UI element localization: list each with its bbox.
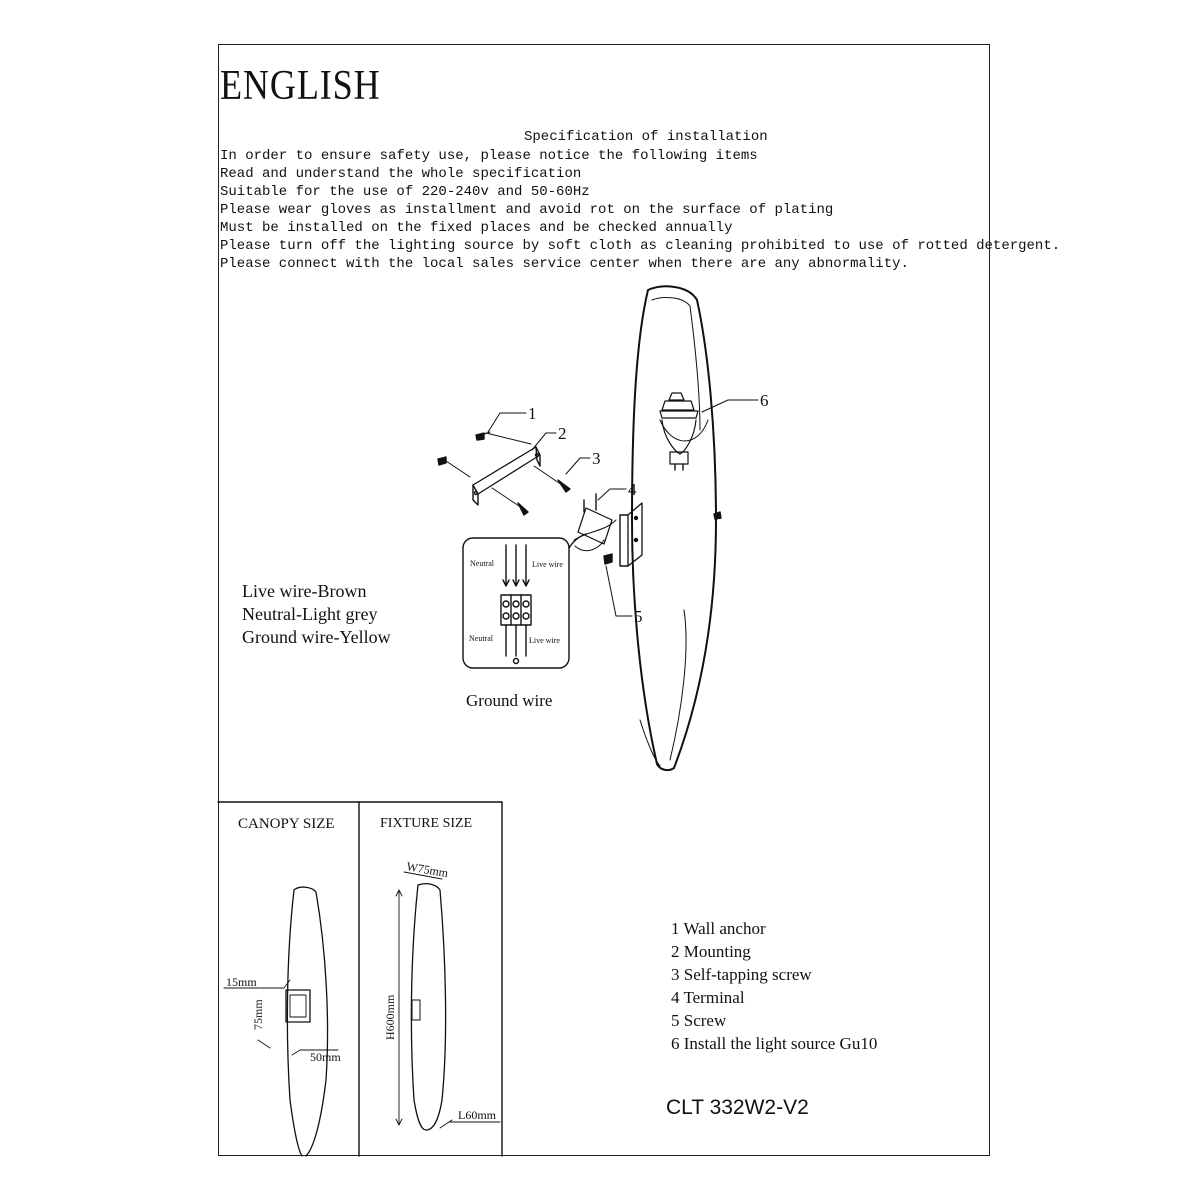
fixture-height-label: H600mm [383,994,397,1040]
part-item: 1 Wall anchor [671,919,766,938]
part-item: 6 Install the light source Gu10 [671,1034,878,1053]
model-code: CLT 332W2-V2 [666,1096,809,1119]
callout-1: 1 [528,404,537,423]
legend-neutral: Neutral-Light grey [242,604,378,624]
canopy-width-label: 50mm [310,1050,341,1064]
callout-6: 6 [760,391,769,410]
inset-live-label: Live wire [532,560,563,569]
canopy-size-title: CANOPY SIZE [238,816,335,832]
canopy-drawing [619,502,722,567]
spec-line: Please wear gloves as installment and av… [220,202,834,218]
callout-5: 5 [634,607,643,626]
fixture-length-label: L60mm [458,1108,497,1122]
spec-line: Please connect with the local sales serv… [220,256,909,272]
parts-list: 1 Wall anchor 2 Mounting 3 Self-tapping … [671,917,877,1055]
callout-2: 2 [558,424,567,443]
callout-4: 4 [628,480,637,499]
legend-live: Live wire-Brown [242,581,367,601]
spec-line: Read and understand the whole specificat… [220,166,582,182]
inset-live-label: Live wire [529,636,560,645]
legend-ground: Ground wire-Yellow [242,627,391,647]
part-item: 4 Terminal [671,988,745,1007]
gu10-lamp-drawing [659,392,699,471]
spec-line: Suitable for the use of 220-240v and 50-… [220,184,590,200]
mounting-bracket-drawing [437,431,571,516]
wiring-inset-drawing [462,533,587,669]
callout-3: 3 [592,449,601,468]
language-heading: ENGLISH [220,63,381,109]
callout-leaders [487,399,759,617]
canopy-height-label: 75mm [251,999,265,1030]
fixture-body-drawing [631,285,717,772]
canopy-size-drawing [223,886,339,1157]
canopy-depth-label: 15mm [226,975,257,989]
fixture-size-title: FIXTURE SIZE [380,816,473,831]
inset-neutral-label: Neutral [470,559,495,568]
fixture-size-drawing [395,871,501,1131]
inset-neutral-label: Neutral [469,634,494,643]
spec-title: Specification of installation [524,129,768,145]
part-item: 5 Screw [671,1011,727,1030]
spec-line: Must be installed on the fixed places an… [220,220,733,236]
part-item: 2 Mounting [671,942,751,961]
wire-color-legend: Live wire-Brown Neutral-Light grey Groun… [242,580,391,649]
spec-list: In order to ensure safety use, please no… [220,147,1060,273]
spec-line: In order to ensure safety use, please no… [220,148,758,164]
fixture-width-label: W75mm [405,859,449,880]
part-item: 3 Self-tapping screw [671,965,812,984]
spec-line: Please turn off the lighting source by s… [220,238,1061,254]
instruction-sheet [218,44,990,1156]
terminal-drawing [573,493,617,565]
ground-wire-label: Ground wire [466,691,553,710]
